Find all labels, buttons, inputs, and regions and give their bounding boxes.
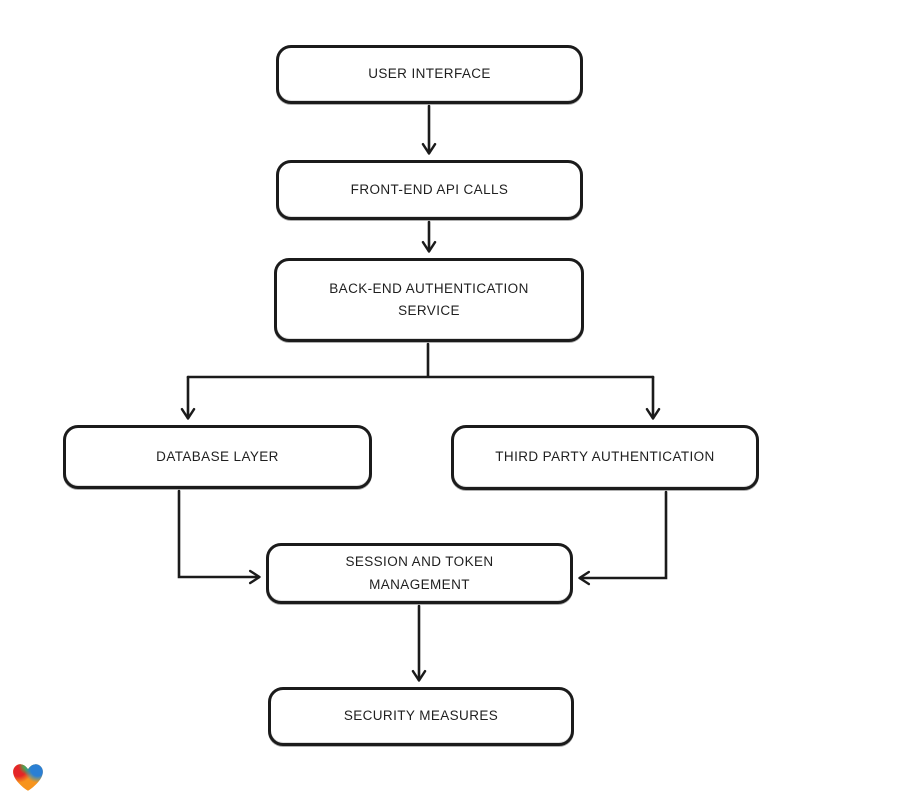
node-label: SECURITY MEASURES [343, 708, 499, 724]
edge-thirdparty-to-session [578, 490, 668, 586]
node-database-layer: DATABASE LAYER [63, 425, 372, 489]
node-label: BACK-END AUTHENTICATION SERVICE [329, 280, 529, 318]
node-label: FRONT-END API CALLS [350, 181, 509, 197]
edge-database-to-session [177, 489, 261, 585]
node-third-party-authentication: THIRD PARTY AUTHENTICATION [451, 425, 759, 490]
gradient-heart-logo-icon [13, 764, 43, 791]
node-label: THIRD PARTY AUTHENTICATION [495, 449, 715, 465]
edge-backend-branch-rail [186, 342, 655, 379]
node-front-end-api-calls: FRONT-END API CALLS [276, 160, 583, 220]
node-back-end-authentication-service: BACK-END AUTHENTICATION SERVICE [274, 258, 584, 342]
node-session-and-token-management: SESSION AND TOKEN MANAGEMENT [266, 543, 573, 604]
node-label: DATABASE LAYER [156, 448, 279, 464]
node-label: SESSION AND TOKEN MANAGEMENT [345, 554, 494, 592]
node-label: USER INTERFACE [368, 66, 491, 82]
node-user-interface: USER INTERFACE [276, 45, 583, 104]
node-security-measures: SECURITY MEASURES [268, 687, 574, 746]
